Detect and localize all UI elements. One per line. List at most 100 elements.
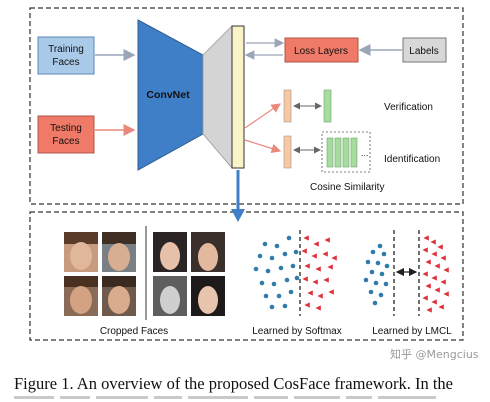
softmax-blue-point xyxy=(271,281,277,287)
lmcl-blue-point xyxy=(370,249,376,255)
lmcl-label: Learned by LMCL xyxy=(372,326,452,337)
softmax-red-point xyxy=(315,305,321,311)
verification-feature-a xyxy=(283,89,292,123)
lmcl-blue-point xyxy=(373,280,379,286)
lmcl-blue-point xyxy=(363,277,369,283)
softmax-blue-point xyxy=(282,303,288,309)
lmcl-red-point xyxy=(443,267,449,273)
lmcl-red-point xyxy=(430,239,436,245)
lmcl-red-point xyxy=(431,299,437,305)
softmax-blue-point xyxy=(278,265,284,271)
verification-feature-b xyxy=(323,89,332,123)
labels-box xyxy=(402,37,447,63)
loss-layers-label: Loss Layers xyxy=(294,46,348,57)
softmax-blue-point xyxy=(265,268,271,274)
gallery-feature-1 xyxy=(326,137,334,168)
softmax-blue-point xyxy=(269,304,275,310)
lmcl-blue-point xyxy=(369,269,375,275)
lmcl-blue-point xyxy=(383,281,389,287)
softmax-blue-point xyxy=(262,241,268,247)
softmax-blue-point xyxy=(274,243,280,249)
softmax-red-point xyxy=(307,290,313,296)
gallery-ellipsis: ... xyxy=(361,148,369,158)
identification-query-feature xyxy=(283,135,292,169)
softmax-red-point xyxy=(331,255,337,261)
softmax-red-point xyxy=(324,237,330,243)
down-arrow-head xyxy=(231,209,245,222)
softmax-red-point xyxy=(328,289,334,295)
lmcl-red-point xyxy=(426,307,432,313)
top-panel-frame xyxy=(29,7,464,205)
lmcl-blue-point xyxy=(377,243,383,249)
softmax-red-point xyxy=(313,241,319,247)
lmcl-red-point xyxy=(422,247,428,253)
identification-label: Identification xyxy=(384,154,440,165)
caption-next-line-cutoff xyxy=(14,396,484,402)
gallery-feature-4 xyxy=(350,137,358,168)
softmax-blue-point xyxy=(284,277,290,283)
softmax-red-point xyxy=(311,253,317,259)
softmax-red-point xyxy=(317,293,323,299)
lmcl-red-point xyxy=(431,251,437,257)
convnet-label: ConvNet xyxy=(146,89,190,101)
cosine-similarity-label: Cosine Similarity xyxy=(310,182,384,193)
testing-faces-box xyxy=(37,115,95,154)
softmax-blue-point xyxy=(276,293,282,299)
softmax-blue-point xyxy=(253,266,259,272)
lmcl-red-point xyxy=(438,304,444,310)
softmax-red-point xyxy=(312,279,318,285)
cropped-faces-group-b xyxy=(153,232,225,316)
lmcl-red-point xyxy=(425,283,431,289)
softmax-red-point xyxy=(304,302,310,308)
softmax-red-point xyxy=(322,251,328,257)
lmcl-red-point xyxy=(443,291,449,297)
softmax-blue-point xyxy=(259,280,265,286)
feature-vector-bar xyxy=(231,25,245,169)
gallery-frame xyxy=(321,131,371,173)
lmcl-blue-point xyxy=(375,260,381,266)
cropped-faces-group-a xyxy=(64,232,136,316)
softmax-red-point xyxy=(327,264,333,270)
watermark: 知乎 @Mengcius xyxy=(390,348,479,361)
lmcl-red-point xyxy=(422,271,428,277)
softmax-blue-point xyxy=(294,275,300,281)
softmax-red-point xyxy=(302,276,308,282)
softmax-red-point xyxy=(315,266,321,272)
softmax-scatter xyxy=(253,235,337,311)
bar-to-verification-arrow xyxy=(244,103,281,129)
softmax-red-point xyxy=(323,277,329,283)
lmcl-red-point xyxy=(440,255,446,261)
feature-projection xyxy=(202,25,233,170)
bar-to-identification-arrow xyxy=(244,139,282,154)
lmcl-blue-point xyxy=(368,289,374,295)
softmax-blue-point xyxy=(263,293,269,299)
lmcl-red-point xyxy=(425,259,431,265)
lmcl-blue-point xyxy=(379,271,385,277)
bottom-panel-frame xyxy=(29,211,464,341)
softmax-red-point xyxy=(303,235,309,241)
softmax-blue-point xyxy=(290,263,296,269)
gallery-feature-3 xyxy=(342,137,350,168)
gallery-feature-2 xyxy=(334,137,342,168)
lmcl-blue-point xyxy=(384,263,390,269)
verification-label: Verification xyxy=(384,102,433,113)
lmcl-blue-point xyxy=(378,292,384,298)
lmcl-scatter xyxy=(363,235,449,313)
lmcl-blue-point xyxy=(365,259,371,265)
softmax-blue-point xyxy=(282,251,288,257)
lmcl-red-point xyxy=(434,287,440,293)
softmax-blue-point xyxy=(293,249,299,255)
softmax-blue-point xyxy=(257,253,263,259)
figure-caption: Figure 1. An overview of the proposed Co… xyxy=(14,374,453,393)
lmcl-red-point xyxy=(431,275,437,281)
softmax-blue-point xyxy=(269,255,275,261)
lmcl-red-point xyxy=(437,244,443,250)
lmcl-red-point xyxy=(440,279,446,285)
lmcl-blue-point xyxy=(381,251,387,257)
loss-layers-box xyxy=(284,37,359,63)
softmax-red-point xyxy=(301,248,307,254)
lmcl-red-point xyxy=(423,235,429,241)
softmax-red-point xyxy=(304,263,310,269)
